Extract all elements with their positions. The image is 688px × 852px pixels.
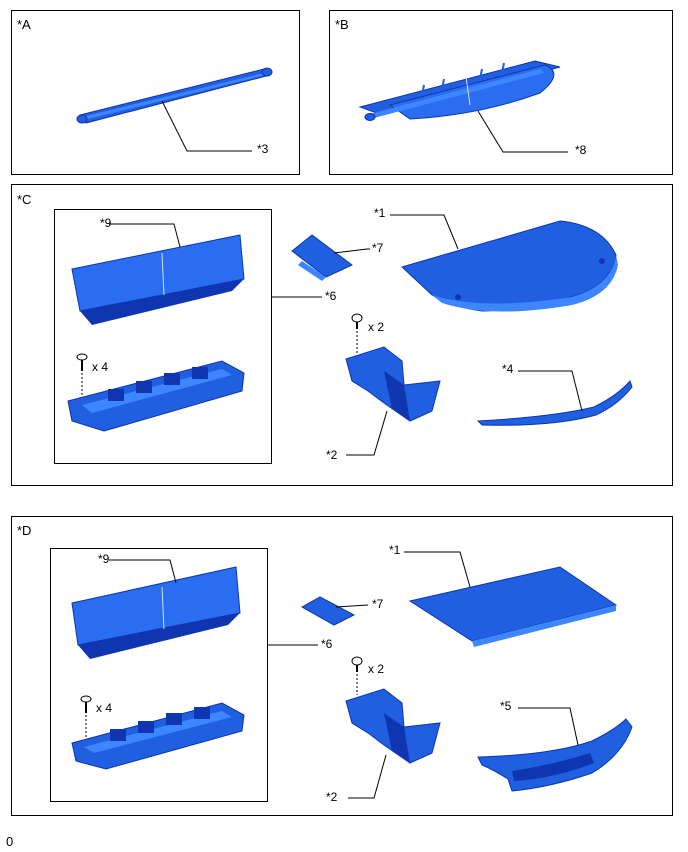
figure-id: 0 bbox=[6, 834, 14, 849]
part-7-small-cover bbox=[291, 234, 353, 281]
leader-line-7 bbox=[333, 248, 370, 254]
panel-d-illustration bbox=[71, 551, 633, 799]
panel-c: *C bbox=[11, 184, 673, 486]
leader-line-2 bbox=[346, 410, 388, 456]
screw-quantity: x 4 bbox=[96, 701, 113, 715]
screw-quantity: x 4 bbox=[92, 360, 109, 374]
panel-b-label: *B bbox=[335, 17, 349, 32]
callout-4: *4 bbox=[502, 362, 514, 376]
panel-b: *B *8 bbox=[329, 10, 673, 175]
callout-1: *1 bbox=[374, 206, 386, 220]
part-1-deck-board bbox=[408, 566, 618, 647]
callout-5: *5 bbox=[500, 699, 512, 713]
leader-line-9 bbox=[109, 223, 181, 248]
clip-quantity: x 2 bbox=[368, 320, 385, 334]
panel-d-subassembly-box bbox=[50, 548, 268, 802]
part-6-tray bbox=[71, 702, 245, 770]
callout-1: *1 bbox=[389, 543, 401, 557]
callout-9: *9 bbox=[98, 552, 110, 566]
part-1-deck-board bbox=[401, 220, 618, 312]
callout-6: *6 bbox=[325, 289, 337, 303]
callout-7: *7 bbox=[372, 597, 384, 611]
callout-9: *9 bbox=[100, 216, 112, 230]
panel-c-illustration bbox=[67, 214, 633, 456]
part-2-bracket bbox=[345, 688, 441, 764]
part-6-tray bbox=[67, 360, 245, 432]
part-8-cover bbox=[358, 60, 561, 121]
part-5-trim bbox=[477, 718, 633, 792]
part-4-trim-strip bbox=[476, 380, 633, 426]
leader-line-9 bbox=[109, 559, 177, 584]
tonneau-cover-illustration bbox=[358, 60, 568, 153]
callout-7: *7 bbox=[372, 241, 384, 255]
panel-c-label: *C bbox=[17, 192, 32, 207]
screw-icon bbox=[80, 695, 92, 739]
panel-d-label: *D bbox=[17, 523, 32, 538]
leader-line-1 bbox=[404, 551, 471, 588]
part-2-bracket bbox=[345, 346, 441, 422]
part-3-roller bbox=[76, 67, 273, 124]
panel-d: *D bbox=[11, 516, 673, 816]
callout-2: *2 bbox=[326, 790, 338, 804]
clip-icon bbox=[351, 313, 363, 353]
part-9-panel bbox=[71, 234, 245, 325]
clip-icon bbox=[351, 656, 363, 695]
leader-line-4 bbox=[518, 370, 583, 412]
panel-a: *A *3 bbox=[11, 10, 300, 175]
part-9-panel bbox=[71, 566, 241, 659]
callout-8: *8 bbox=[575, 143, 587, 157]
leader-line-5 bbox=[518, 707, 579, 746]
panel-a-label: *A bbox=[17, 17, 31, 32]
part-7-small-cover bbox=[300, 596, 356, 626]
leader-line-8 bbox=[477, 110, 568, 153]
callout-2: *2 bbox=[326, 448, 338, 462]
tonneau-cover-roller-illustration bbox=[76, 67, 273, 152]
leader-line-1 bbox=[390, 214, 459, 250]
leader-line-7 bbox=[335, 604, 369, 608]
callout-6: *6 bbox=[321, 637, 333, 651]
screw-icon bbox=[76, 353, 88, 399]
panel-c-subassembly-box bbox=[54, 209, 272, 464]
clip-quantity: x 2 bbox=[368, 662, 385, 676]
callout-3: *3 bbox=[257, 142, 269, 156]
leader-line-2 bbox=[348, 754, 387, 799]
leader-line-3 bbox=[161, 100, 252, 152]
